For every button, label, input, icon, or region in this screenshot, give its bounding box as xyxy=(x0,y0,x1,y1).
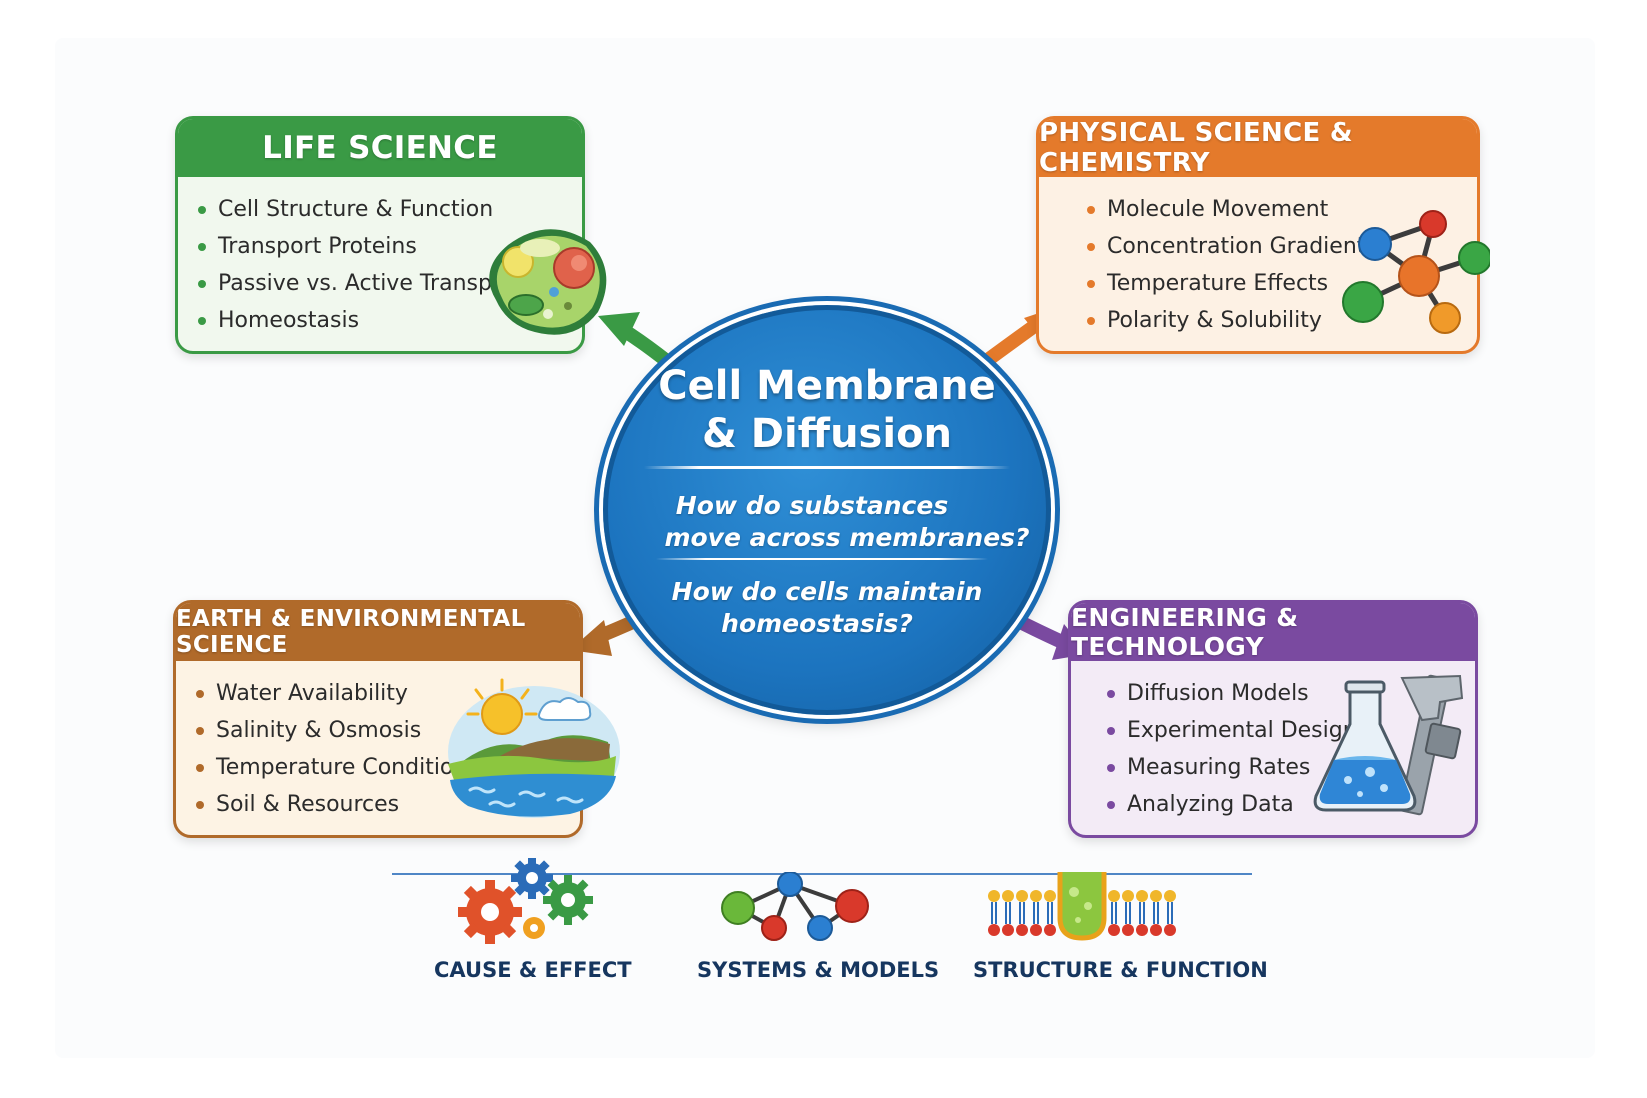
list-item: Analyzing Data xyxy=(1107,786,1475,823)
caliper-icon xyxy=(1399,674,1464,816)
list-item: Polarity & Solubility xyxy=(1087,302,1477,339)
question-2-line2: homeostasis? xyxy=(721,609,913,638)
list-item: Soil & Resources xyxy=(196,786,580,823)
gears-icon xyxy=(458,858,593,944)
list-item: Diffusion Models xyxy=(1107,675,1475,712)
list-item: Measuring Rates xyxy=(1107,749,1475,786)
list-item: Salinity & Osmosis xyxy=(196,712,580,749)
list-item: Experimental Design xyxy=(1107,712,1475,749)
crosscutting-divider xyxy=(392,873,1252,875)
list-item: Passive vs. Active Transport xyxy=(198,265,582,302)
list-item: Temperature Conditions xyxy=(196,749,580,786)
central-topic-circle: Cell Membrane & Diffusion How do substan… xyxy=(603,305,1051,715)
life-science-title: LIFE SCIENCE xyxy=(178,119,582,177)
network-icon xyxy=(721,872,869,941)
engineering-title: ENGINEERING & TECHNOLOGY xyxy=(1071,603,1475,661)
list-item: Concentration Gradients xyxy=(1087,228,1477,265)
list-item: Molecule Movement xyxy=(1087,191,1477,228)
list-item: Temperature Effects xyxy=(1087,265,1477,302)
central-question-2: How do cells maintain homeostasis? xyxy=(608,576,1046,640)
crosscut-cause-effect: CAUSE & EFFECT xyxy=(434,958,632,982)
physical-science-card: PHYSICAL SCIENCE & CHEMISTRY Molecule Mo… xyxy=(1036,116,1480,354)
crosscut-structure-function: STRUCTURE & FUNCTION xyxy=(973,958,1268,982)
plant-cell-icon xyxy=(489,229,607,335)
molecule-icon xyxy=(1342,210,1490,334)
list-item: Cell Structure & Function xyxy=(198,191,582,228)
crosscut-systems-models: SYSTEMS & MODELS xyxy=(697,958,940,982)
flask-caliper-icon xyxy=(1313,674,1464,816)
central-title-line2: & Diffusion xyxy=(701,411,953,457)
earth-science-title: EARTH & ENVIRONMENTAL SCIENCE xyxy=(176,603,580,661)
central-question-1: How do substances move across membranes? xyxy=(608,490,1046,554)
central-title: Cell Membrane & Diffusion xyxy=(608,362,1046,458)
question-1-line1: How do substances xyxy=(675,491,949,520)
question-1-line2: move across membranes? xyxy=(664,523,1030,552)
membrane-channel-icon xyxy=(988,872,1176,941)
question-2-line1: How do cells maintain xyxy=(671,577,983,606)
life-science-list: Cell Structure & Function Transport Prot… xyxy=(178,177,582,339)
physical-science-title: PHYSICAL SCIENCE & CHEMISTRY xyxy=(1039,119,1477,178)
central-title-line1: Cell Membrane xyxy=(658,363,996,409)
central-divider-top xyxy=(644,466,1010,469)
list-item: Transport Proteins xyxy=(198,228,582,265)
physical-science-list: Molecule Movement Concentration Gradient… xyxy=(1039,177,1477,339)
list-item: Water Availability xyxy=(196,675,580,712)
earth-science-list: Water Availability Salinity & Osmosis Te… xyxy=(176,661,580,823)
arrow-life-science xyxy=(598,312,675,369)
list-item: Homeostasis xyxy=(198,302,582,339)
landscape-icon xyxy=(448,678,620,818)
engineering-list: Diffusion Models Experimental Design Mea… xyxy=(1071,661,1475,823)
central-divider-bottom xyxy=(656,558,988,560)
